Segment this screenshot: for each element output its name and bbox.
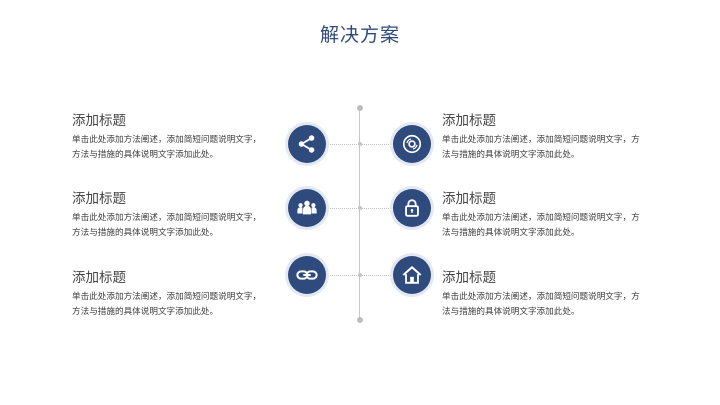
- home-icon-circle: [393, 256, 431, 294]
- share-icon: [298, 135, 315, 153]
- item-heading: 添加标题: [442, 191, 496, 207]
- group-icon-circle: [288, 189, 326, 227]
- solution-item-5: 添加标题 单击此处添加方法阐述，添加简短问题说明文字， 方法与措施的具体说明文字…: [72, 269, 312, 320]
- divider-bottom-dot: [357, 317, 363, 323]
- item-heading: 添加标题: [72, 191, 126, 207]
- connector-line-1: [327, 144, 359, 145]
- connector-line-4: [360, 208, 393, 209]
- divider-top-dot: [357, 105, 363, 111]
- home-icon: [402, 266, 422, 284]
- item-description: 单击此处添加方法阐述，添加简短问题说明文字， 方法与措施的具体说明文字添加此处。: [72, 135, 262, 160]
- item-description: 单击此处添加方法阐述，添加简短问题说明文字，方 法与措施的具体说明文字添加此处。: [442, 213, 640, 238]
- link-icon-circle: [288, 256, 326, 294]
- solution-item-3: 添加标题 单击此处添加方法阐述，添加简短问题说明文字， 方法与措施的具体说明文字…: [72, 190, 312, 241]
- item-description: 单击此处添加方法阐述，添加简短问题说明文字，方 法与措施的具体说明文字添加此处。: [442, 135, 640, 160]
- group-icon: [297, 200, 317, 215]
- connector-line-5: [327, 275, 359, 276]
- center-divider-line: [359, 108, 360, 320]
- share-icon-circle: [288, 125, 326, 163]
- disc-icon: [402, 134, 422, 154]
- connector-dot-2: [358, 206, 362, 210]
- connector-line-6: [360, 275, 393, 276]
- solution-item-1: 添加标题 单击此处添加方法阐述，添加简短问题说明文字， 方法与措施的具体说明文字…: [72, 112, 312, 163]
- item-description: 单击此处添加方法阐述，添加简短问题说明文字， 方法与措施的具体说明文字添加此处。: [72, 213, 262, 238]
- item-heading: 添加标题: [72, 270, 126, 286]
- lock-icon: [405, 199, 419, 217]
- connector-line-3: [327, 208, 359, 209]
- slide-title: 解决方案: [319, 24, 400, 46]
- connector-line-2: [360, 144, 393, 145]
- solution-item-2: 添加标题 单击此处添加方法阐述，添加简短问题说明文字，方 法与措施的具体说明文字…: [442, 112, 682, 163]
- link-icon: [296, 270, 318, 280]
- item-heading: 添加标题: [72, 113, 126, 129]
- lock-icon-circle: [393, 189, 431, 227]
- disc-icon-circle: [393, 125, 431, 163]
- solution-item-4: 添加标题 单击此处添加方法阐述，添加简短问题说明文字，方 法与措施的具体说明文字…: [442, 190, 682, 241]
- connector-dot-3: [358, 273, 362, 277]
- connector-dot-1: [358, 142, 362, 146]
- item-heading: 添加标题: [442, 113, 496, 129]
- item-description: 单击此处添加方法阐述，添加简短问题说明文字，方 法与措施的具体说明文字添加此处。: [442, 292, 640, 317]
- item-heading: 添加标题: [442, 270, 496, 286]
- item-description: 单击此处添加方法阐述，添加简短问题说明文字， 方法与措施的具体说明文字添加此处。: [72, 292, 262, 317]
- solution-item-6: 添加标题 单击此处添加方法阐述，添加简短问题说明文字，方 法与措施的具体说明文字…: [442, 269, 682, 320]
